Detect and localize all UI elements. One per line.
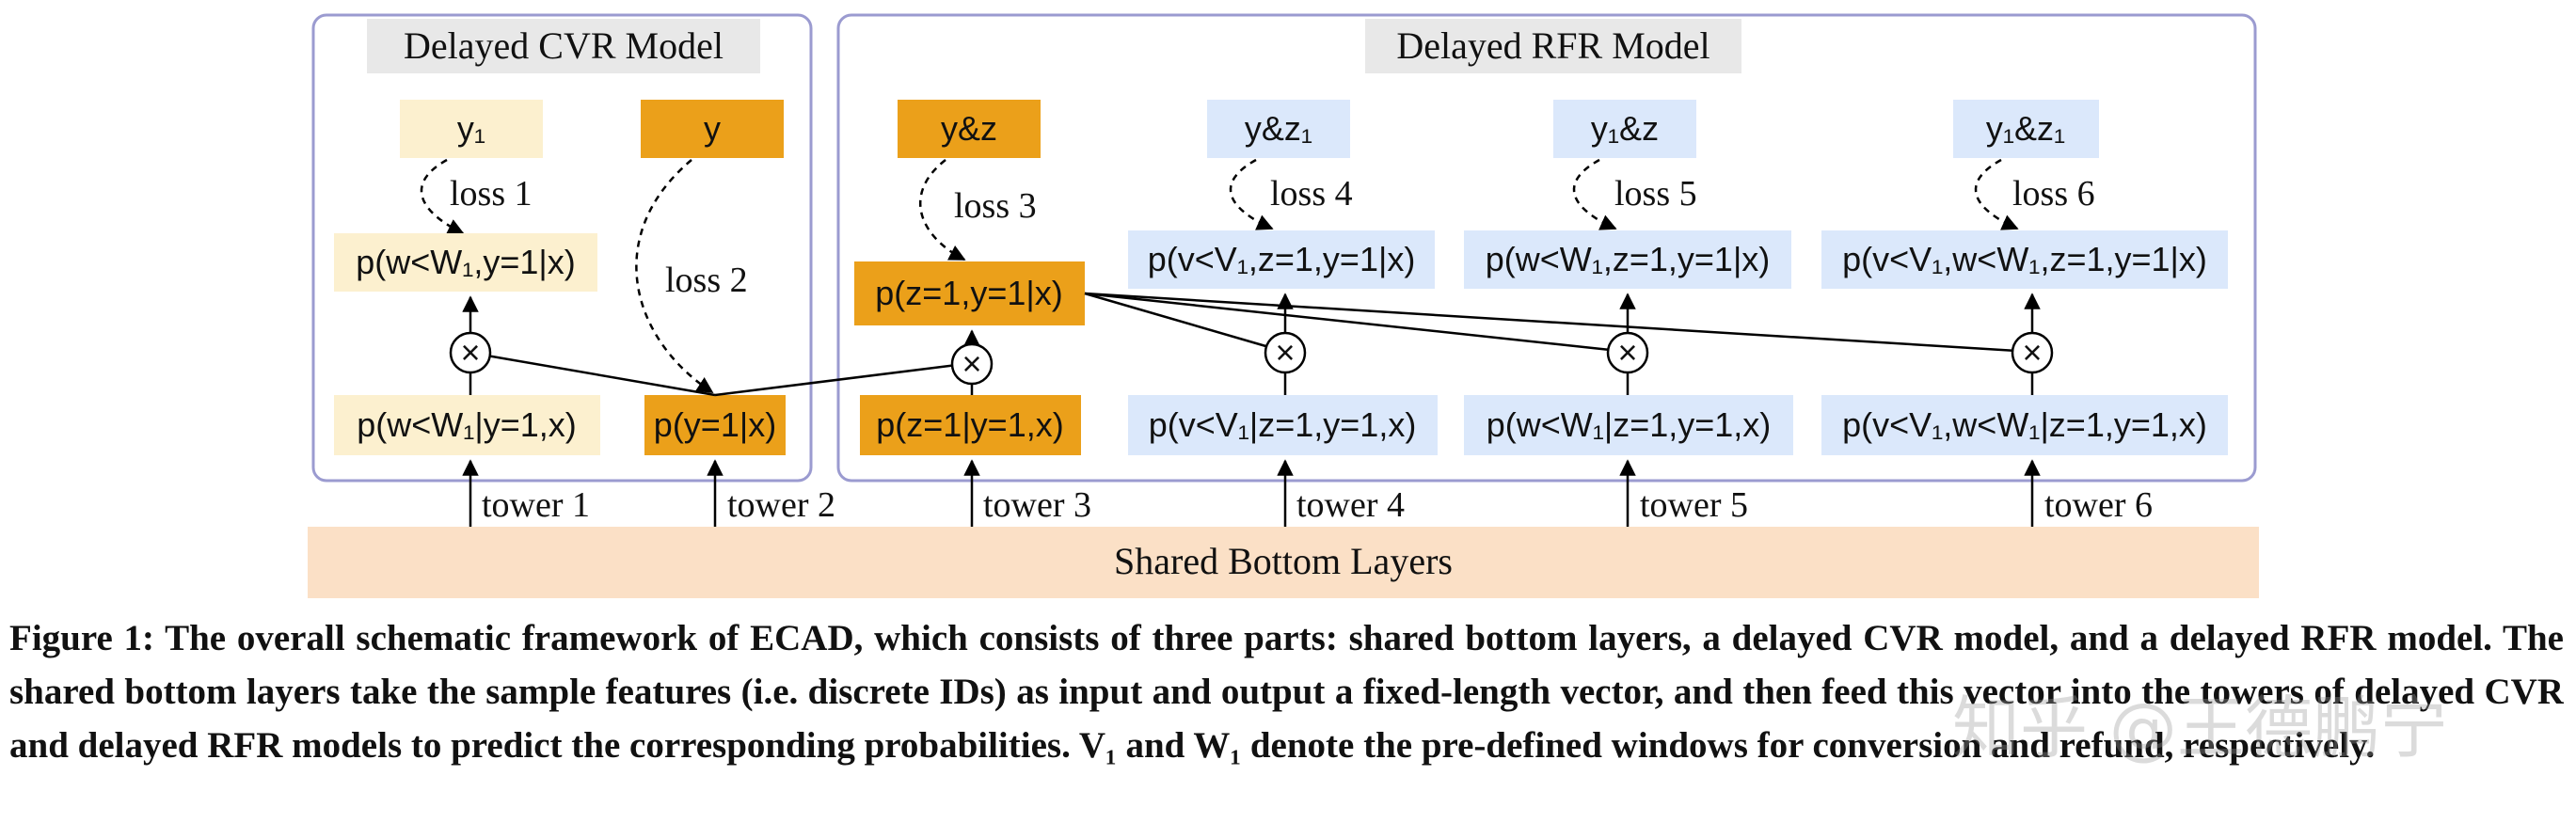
connector-t2-m3 <box>714 361 973 397</box>
multiply-node-3: × <box>950 342 994 386</box>
tower4-label: tower 4 <box>1296 485 1405 525</box>
label-y1z1-box <box>1953 100 2099 158</box>
loss5-arrow <box>1572 158 1617 230</box>
tower3-output-box <box>860 395 1081 455</box>
loss6-label: loss 6 <box>2012 174 2095 214</box>
svg-text:×: × <box>460 333 480 372</box>
shared-bottom-label: Shared Bottom Layers <box>1114 540 1453 582</box>
connector-p3-m6 <box>1084 292 2033 354</box>
svg-text:×: × <box>2022 333 2042 372</box>
tower1-output: p(w<W₁|y=1,x) <box>357 405 577 444</box>
joint-prob-3: p(z=1,y=1|x) <box>875 274 1062 312</box>
loss1-label: loss 1 <box>450 174 533 214</box>
multiply-node-6: × <box>2011 331 2054 374</box>
tower3-label: tower 3 <box>983 485 1091 525</box>
tower2-output: p(y=1|x) <box>654 405 776 444</box>
delayed-cvr-title: Delayed CVR Model <box>404 24 724 67</box>
label-y1: y₁ <box>457 109 485 148</box>
label-yz-box <box>898 100 1041 158</box>
loss6-arrow <box>1974 158 2019 230</box>
loss5-label: loss 5 <box>1614 174 1697 214</box>
joint-prob-5-box <box>1464 230 1791 289</box>
joint-prob-5: p(w<W₁,z=1,y=1|x) <box>1486 240 1771 278</box>
svg-text:×: × <box>1275 333 1295 372</box>
joint-prob-4-box <box>1128 230 1435 289</box>
delayed-rfr-title: Delayed RFR Model <box>1396 24 1709 67</box>
multiply-node-1: × <box>449 331 492 374</box>
connector-p3-m4 <box>1084 292 1286 354</box>
tower1-label: tower 1 <box>482 485 590 525</box>
label-y-box <box>641 100 784 158</box>
loss4-label: loss 4 <box>1270 174 1353 214</box>
label-yz1-box <box>1207 100 1350 158</box>
tower5-label: tower 5 <box>1640 485 1748 525</box>
tower5-output: p(w<W₁|z=1,y=1,x) <box>1487 405 1772 444</box>
joint-prob-6: p(v<V₁,w<W₁,z=1,y=1|x) <box>1842 240 2207 278</box>
label-y1z-box <box>1553 100 1696 158</box>
label-y: y <box>704 109 721 148</box>
label-yz1: y&z₁ <box>1245 109 1312 148</box>
tower4-output-box <box>1128 395 1438 455</box>
label-yz: y&z <box>941 109 997 148</box>
tower2-output-box <box>644 395 786 455</box>
loss1-arrow <box>420 158 465 235</box>
tower3-output: p(z=1|y=1,x) <box>876 405 1063 444</box>
connector-p3-m5 <box>1084 292 1629 354</box>
tower6-label: tower 6 <box>2044 485 2153 525</box>
tower4-output: p(v<V₁|z=1,y=1,x) <box>1149 405 1417 444</box>
joint-prob-6-box <box>1821 230 2228 289</box>
multiply-node-4: × <box>1264 331 1307 374</box>
tower6-output-box <box>1821 395 2228 455</box>
shared-bottom-layers <box>308 527 2259 598</box>
joint-prob-1: p(w<W₁,y=1|x) <box>356 243 576 281</box>
loss2-arrow <box>635 159 714 394</box>
loss4-arrow <box>1229 158 1274 230</box>
joint-prob-3-box <box>854 261 1085 325</box>
tower6-output: p(v<V₁,w<W₁|z=1,y=1,x) <box>1842 405 2207 444</box>
delayed-rfr-title-bg <box>1365 19 1741 73</box>
joint-prob-1-box <box>334 233 597 292</box>
loss3-arrow <box>919 159 966 261</box>
label-y1-box <box>400 100 543 158</box>
loss2-label: loss 2 <box>665 261 748 300</box>
delayed-cvr-panel <box>311 13 813 483</box>
delayed-cvr-title-bg <box>367 19 760 73</box>
figure-caption: Figure 1: The overall schematic framewor… <box>9 611 2564 832</box>
tower2-label: tower 2 <box>727 485 835 525</box>
loss3-label: loss 3 <box>954 186 1037 226</box>
label-y1z1: y₁&z₁ <box>1986 109 2065 148</box>
figure-caption-text: Figure 1: The overall schematic framewor… <box>9 618 2564 766</box>
delayed-rfr-panel <box>836 13 2257 483</box>
joint-prob-4: p(v<V₁,z=1,y=1|x) <box>1148 240 1416 278</box>
multiply-node-5: × <box>1606 331 1649 374</box>
label-y1z: y₁&z <box>1591 109 1659 148</box>
connector-m1-t2 <box>469 351 716 397</box>
svg-text:×: × <box>1617 333 1637 372</box>
svg-text:×: × <box>962 344 981 383</box>
tower1-output-box <box>334 395 600 455</box>
tower5-output-box <box>1464 395 1793 455</box>
watermark: 知乎 @王德鹏宁 <box>1952 689 2448 768</box>
